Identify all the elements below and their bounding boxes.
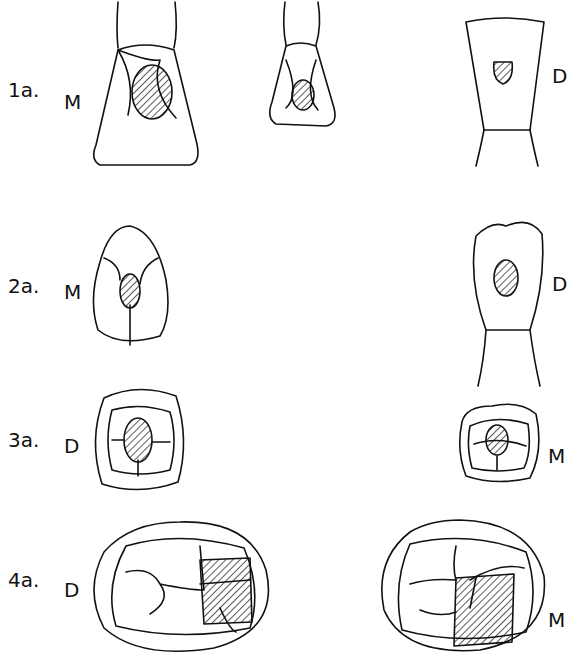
tooth-sketch — [94, 2, 198, 165]
side-letter: M — [548, 446, 565, 466]
row-number: 4a. — [8, 570, 39, 590]
side-letter: D — [552, 66, 567, 86]
side-letter: D — [552, 274, 567, 294]
row-number: 1a. — [8, 80, 39, 100]
row-number: 3a. — [8, 430, 39, 450]
tooth-sketch — [94, 522, 268, 651]
row-number: 2a. — [8, 276, 39, 296]
tooth-sketch — [466, 18, 544, 166]
side-letter: M — [64, 282, 81, 302]
tooth-sketch — [270, 2, 335, 126]
side-letter: D — [64, 580, 79, 600]
side-letter: M — [64, 92, 81, 112]
tooth-sketch — [95, 389, 183, 489]
tooth-sketch — [93, 226, 168, 345]
tooth-sketch — [474, 222, 543, 386]
side-letter: M — [548, 610, 565, 630]
tooth-sketch — [382, 520, 545, 651]
side-letter: D — [64, 436, 79, 456]
tooth-sketch — [460, 404, 539, 481]
